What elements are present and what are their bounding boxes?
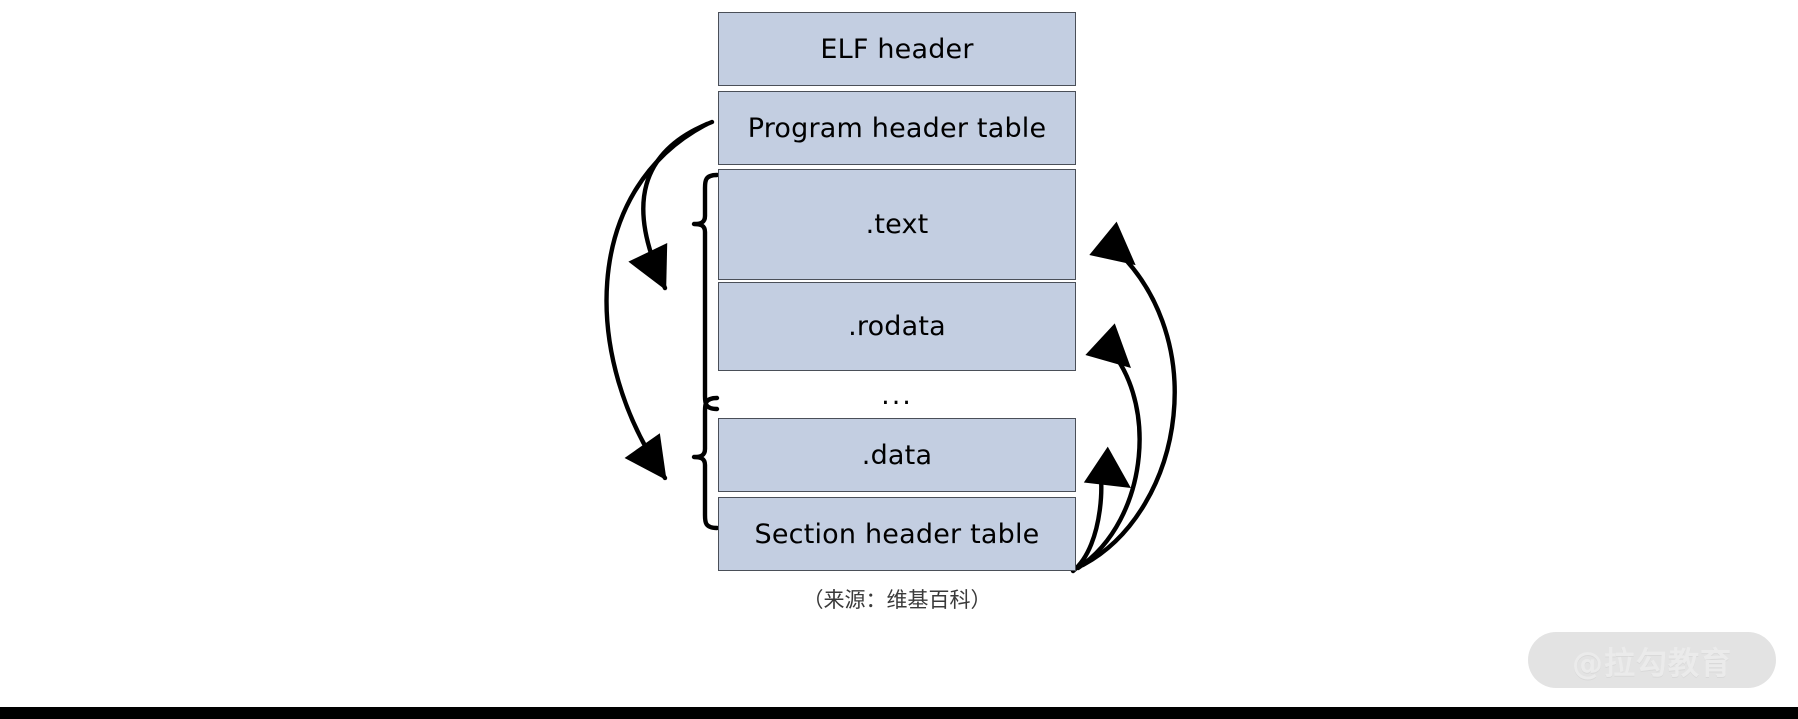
section-header-table-label: Section header table (754, 518, 1040, 550)
data-section-label: .data (861, 439, 933, 471)
text-section-label: .text (865, 209, 929, 240)
program-header-table-label: Program header table (747, 112, 1047, 144)
watermark-badge: @拉勾教育 (1528, 632, 1776, 688)
source-caption: （来源：维基百科） (802, 588, 992, 612)
rodata-section-box[interactable]: .rodata (718, 282, 1076, 371)
section-header-to-rodata-arrow (1075, 323, 1142, 571)
segment-brace-upper-icon (691, 172, 720, 412)
watermark-text: @拉勾教育 (1572, 645, 1732, 682)
elf-header-box[interactable]: ELF header (718, 12, 1076, 86)
data-section-box[interactable]: .data (718, 418, 1076, 492)
ellipsis-label: ... (881, 379, 913, 411)
section-header-table-box[interactable]: Section header table (718, 497, 1076, 571)
ellipsis-gap: ... (718, 373, 1076, 417)
segment-brace-lower-icon (691, 395, 720, 531)
section-header-to-data-arrow (1070, 446, 1131, 574)
section-header-to-text-arrow (1080, 221, 1177, 568)
program-header-to-segment-1-arrow (628, 119, 715, 291)
bottom-bar (0, 707, 1798, 719)
program-header-to-segment-2-arrow (604, 121, 710, 481)
rodata-section-label: .rodata (848, 311, 946, 342)
elf-header-label: ELF header (820, 33, 974, 65)
text-section-box[interactable]: .text (718, 169, 1076, 280)
program-header-table-box[interactable]: Program header table (718, 91, 1076, 165)
